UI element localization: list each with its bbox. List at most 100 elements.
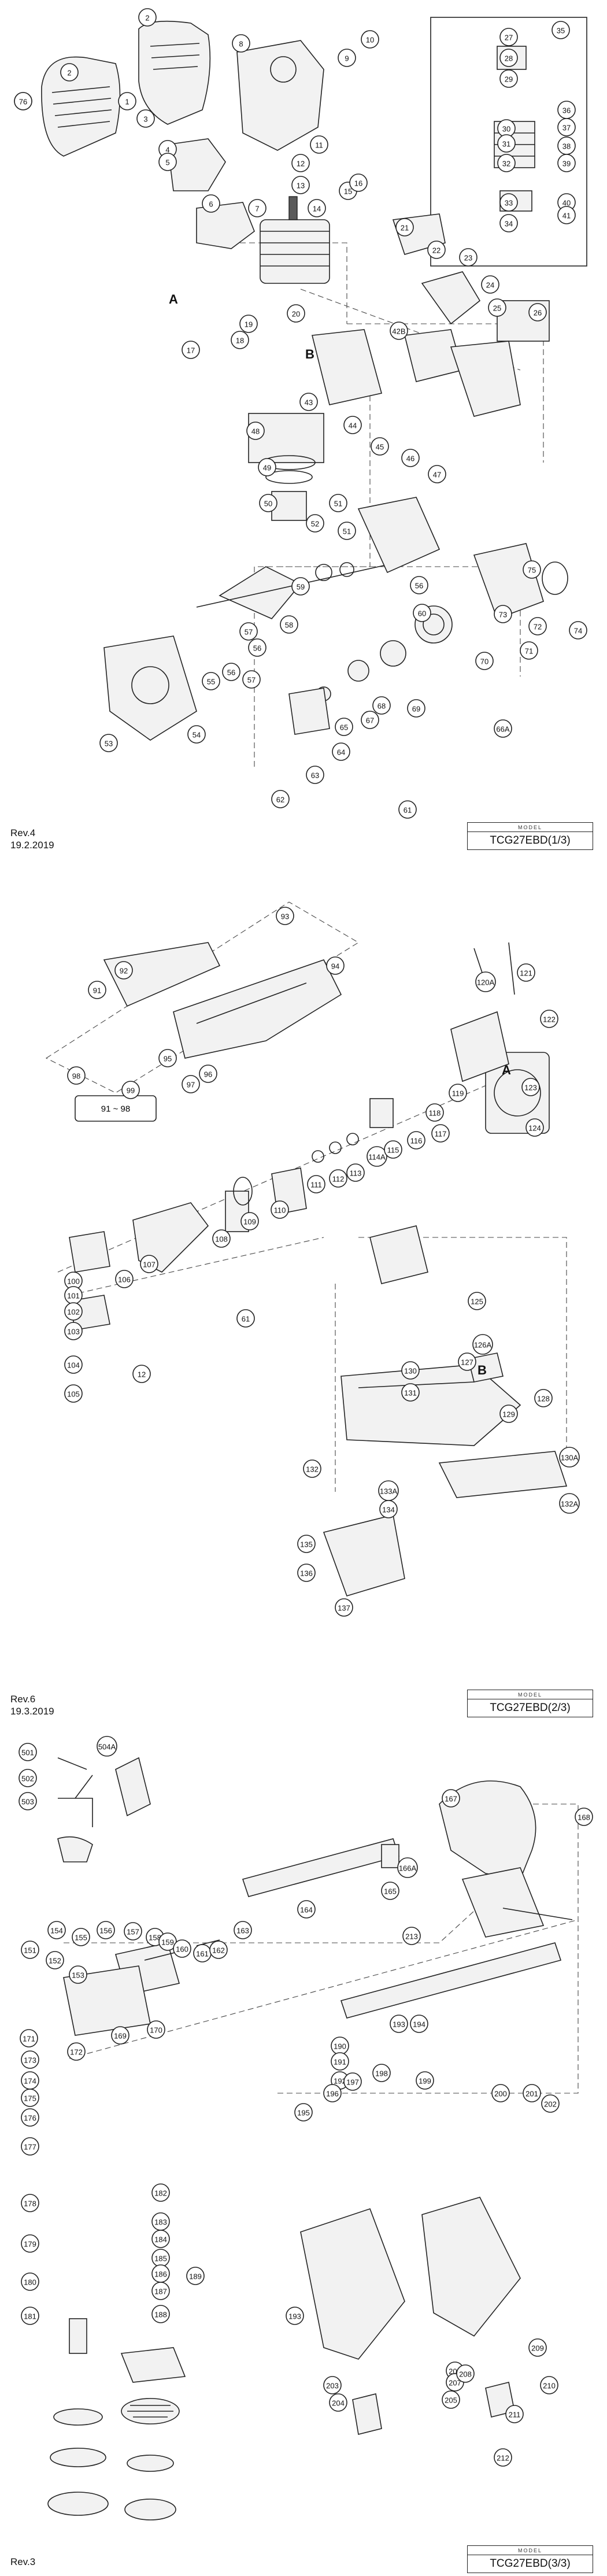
svg-text:71: 71 <box>525 647 533 656</box>
part-callout: 35 <box>552 21 570 39</box>
svg-text:125: 125 <box>471 1298 483 1306</box>
svg-text:12: 12 <box>138 1370 146 1379</box>
part-callout: 203 <box>323 2376 342 2394</box>
part-callout: 45 <box>371 437 389 456</box>
svg-text:59: 59 <box>297 583 305 592</box>
part-callout: 98 <box>67 1066 86 1085</box>
part-callout: 200 <box>491 2084 510 2102</box>
svg-text:102: 102 <box>67 1308 80 1317</box>
piston-assembly <box>248 413 324 521</box>
svg-text:72: 72 <box>534 623 542 631</box>
svg-text:95: 95 <box>164 1055 172 1063</box>
svg-text:53: 53 <box>105 740 113 748</box>
part-callout: 6 <box>202 194 220 213</box>
svg-text:207: 207 <box>449 2379 461 2387</box>
part-callout: 213 <box>402 1927 421 1945</box>
ref-letter-a: A <box>502 1063 511 1077</box>
svg-text:190: 190 <box>334 2042 346 2051</box>
svg-text:15: 15 <box>344 187 352 196</box>
svg-text:92: 92 <box>120 967 128 975</box>
model-caption: MODEL <box>468 824 593 832</box>
loop-handle <box>439 1780 573 1938</box>
part-callout: 201 <box>523 2084 541 2102</box>
svg-text:64: 64 <box>337 748 345 757</box>
svg-text:162: 162 <box>212 1946 225 1955</box>
exploded-diagram-1: A B 112234567891011121314151617181920212… <box>14 8 587 819</box>
part-callout: 19 <box>239 315 258 333</box>
part-callout: 133A <box>378 1480 399 1501</box>
svg-text:129: 129 <box>502 1410 515 1419</box>
svg-text:21: 21 <box>401 224 409 232</box>
svg-text:181: 181 <box>24 2312 36 2321</box>
part-callout: 67 <box>361 711 379 729</box>
part-callout: 179 <box>21 2234 39 2253</box>
part-callout: 174 <box>21 2071 39 2090</box>
part-callout: 39 <box>557 154 576 172</box>
part-callout: 38 <box>557 136 576 155</box>
svg-text:106: 106 <box>118 1276 131 1284</box>
part-callout: 94 <box>326 956 345 975</box>
part-callout: 198 <box>372 2064 391 2082</box>
svg-text:135: 135 <box>300 1540 313 1549</box>
part-callout: 186 <box>151 2264 170 2283</box>
model-box: MODEL TCG27EBD(3/3) <box>467 2545 593 2573</box>
part-callout: 44 <box>343 416 362 434</box>
part-callout: 1 <box>118 92 136 110</box>
svg-text:27: 27 <box>505 34 513 42</box>
part-callout: 58 <box>280 615 298 634</box>
clutch-shoes <box>312 942 550 1163</box>
svg-text:51: 51 <box>343 527 351 536</box>
part-callout: 72 <box>528 617 547 635</box>
svg-text:37: 37 <box>562 124 571 132</box>
part-callout: 2 <box>60 63 79 82</box>
svg-text:123: 123 <box>524 1084 537 1092</box>
part-callout: 69 <box>407 699 425 718</box>
part-callout: 93 <box>276 907 294 925</box>
part-callout: 180 <box>21 2272 39 2291</box>
ref-letter-a: A <box>169 292 178 306</box>
svg-text:504A: 504A <box>98 1743 116 1751</box>
part-callout: 137 <box>335 1598 353 1617</box>
part-callout: 182 <box>151 2183 170 2202</box>
svg-text:185: 185 <box>154 2255 167 2263</box>
svg-text:69: 69 <box>412 705 420 714</box>
svg-text:75: 75 <box>528 566 536 575</box>
part-callout: 110 <box>271 1200 289 1219</box>
part-callout: 195 <box>294 2103 313 2122</box>
svg-text:119: 119 <box>452 1089 464 1098</box>
svg-text:56: 56 <box>415 582 423 590</box>
part-callout: 49 <box>258 458 276 476</box>
range-note: 91 ~ 98 <box>101 1104 130 1114</box>
part-callout: 43 <box>299 393 318 411</box>
part-callout: 20 <box>287 304 305 323</box>
part-callout: 170 <box>147 2020 165 2039</box>
part-callout: 71 <box>520 641 538 660</box>
svg-text:44: 44 <box>349 422 357 430</box>
part-callout: 22 <box>427 241 446 259</box>
part-callout: 178 <box>21 2194 39 2212</box>
svg-text:76: 76 <box>19 98 27 106</box>
svg-text:167: 167 <box>445 1795 457 1803</box>
svg-text:5: 5 <box>165 158 169 167</box>
part-callout: 8 <box>232 34 250 53</box>
part-callout: 109 <box>240 1212 259 1230</box>
part-callout: 7 <box>248 199 267 217</box>
part-callout: 211 <box>505 2405 524 2423</box>
part-callout: 193 <box>286 2307 304 2325</box>
part-callout: 5 <box>158 153 177 171</box>
svg-text:130: 130 <box>404 1367 417 1376</box>
svg-text:168: 168 <box>578 1813 590 1822</box>
part-callout: 48 <box>246 422 265 440</box>
part-callout: 23 <box>459 248 478 267</box>
svg-text:28: 28 <box>505 54 513 63</box>
part-callout: 134 <box>379 1500 398 1518</box>
part-callout: 12 <box>132 1365 151 1383</box>
svg-text:54: 54 <box>193 731 201 740</box>
svg-text:45: 45 <box>376 443 384 452</box>
svg-text:8: 8 <box>239 40 243 49</box>
carburetor-detail-box <box>430 17 587 267</box>
part-callout: 185 <box>151 2249 170 2267</box>
svg-text:108: 108 <box>215 1235 228 1244</box>
svg-text:170: 170 <box>150 2026 162 2035</box>
part-callout: 190 <box>331 2037 349 2055</box>
